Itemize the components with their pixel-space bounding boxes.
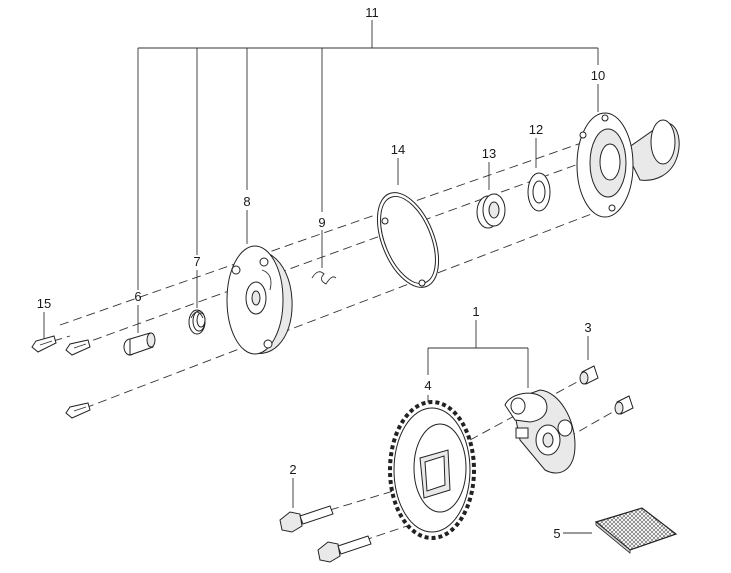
callout-9: 9 — [318, 215, 325, 230]
callout-7: 7 — [193, 254, 200, 269]
callout-8: 8 — [243, 194, 250, 209]
bushing-part-13 — [476, 193, 506, 229]
callout-2: 2 — [289, 462, 296, 477]
callout-4: 4 — [424, 378, 431, 393]
spring-part-7 — [188, 309, 206, 335]
callout-leaders — [43, 20, 599, 534]
callout-12: 12 — [529, 122, 543, 137]
plate-part-8 — [226, 245, 293, 355]
bolt-part-2 — [279, 505, 372, 563]
callout-3: 3 — [584, 320, 591, 335]
callout-labels: 11 10 12 13 14 8 9 7 6 15 1 3 4 2 5 — [37, 5, 605, 541]
callout-11: 11 — [365, 5, 379, 20]
callout-15: 15 — [37, 296, 51, 311]
gasket-part-14 — [376, 192, 440, 288]
filter-screen-part-5 — [594, 507, 678, 554]
pin-part-6 — [123, 332, 156, 356]
callout-14: 14 — [391, 142, 405, 157]
callout-13: 13 — [482, 146, 496, 161]
callout-6: 6 — [134, 289, 141, 304]
clip-part-9 — [311, 271, 337, 285]
callout-5: 5 — [553, 526, 560, 541]
screw-part-15 — [31, 335, 91, 419]
housing-part-10 — [576, 112, 680, 218]
dowel-part-3 — [579, 365, 634, 415]
callout-1: 1 — [472, 304, 479, 319]
gear-part-4 — [388, 400, 476, 540]
callout-10: 10 — [591, 68, 605, 83]
washer-part-12 — [527, 172, 551, 212]
pump-body-part-1 — [504, 389, 576, 474]
